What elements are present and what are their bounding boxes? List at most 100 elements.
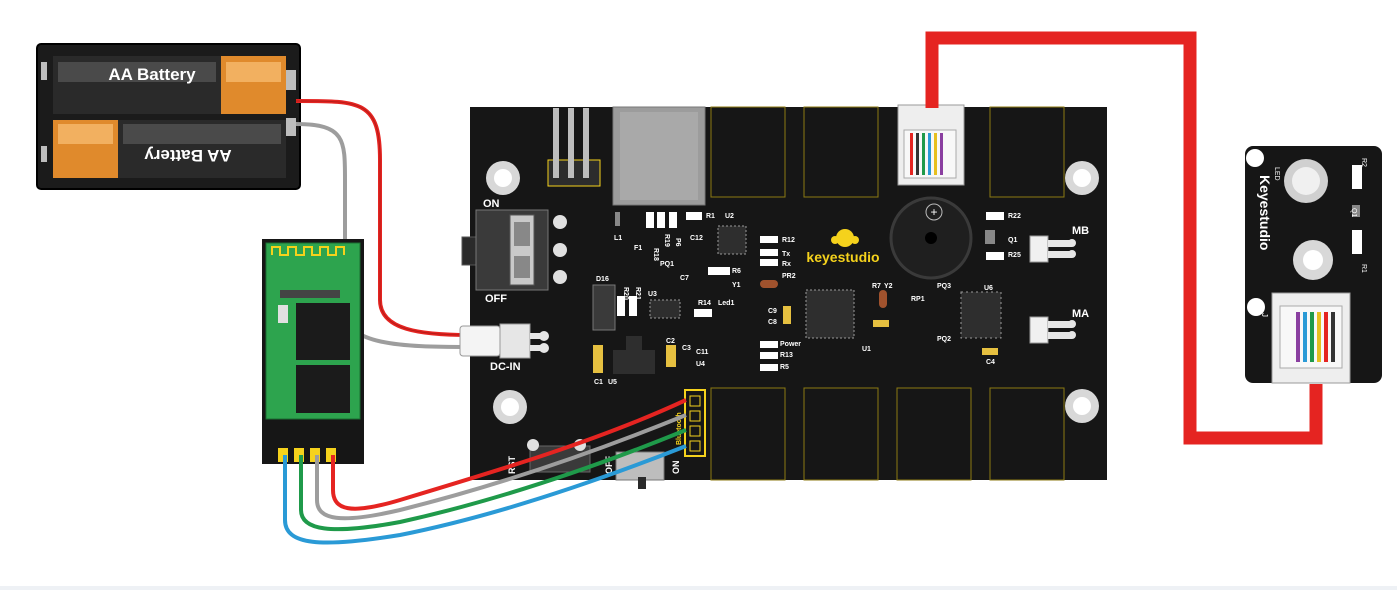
diode-d16 [592,284,616,331]
label-u5: U5 [608,379,617,386]
label-r14: R14 [698,300,711,307]
label-d16: D16 [596,276,609,283]
label-f1: F1 [634,245,642,252]
label-u3: U3 [648,291,657,298]
label-r25: R25 [1008,252,1021,259]
label-r22: R22 [1008,213,1021,220]
label-r19: R19 [663,234,670,247]
label-rp1: RP1 [911,296,925,303]
label-c12: C12 [690,235,703,242]
ic-u1 [805,289,855,339]
keyestudio-logo [831,229,859,247]
label-rx: Rx [782,261,791,268]
cap-c4 [982,348,998,355]
bt-switch-on-label: ON [671,461,681,475]
label-r18: R18 [652,248,659,261]
svg-text:+: + [930,205,937,219]
cap-c9 [783,306,791,324]
led-module-j-label: J [1260,313,1269,317]
dc-in-label: DC-IN [490,361,521,373]
label-l1: L1 [614,235,622,242]
led-light [1284,159,1328,203]
buzzer: + [889,196,973,280]
label-r21: R21 [634,287,641,300]
led-module-brand: Keyestudio [1257,175,1273,250]
bluetooth-module [262,239,364,464]
led-module-led-label: LED [1273,167,1280,181]
battery-holder: AA Battery AA Battery [36,43,301,190]
crystal-y2 [879,290,887,308]
label-led1: Led1 [718,300,734,307]
ic-u5 [613,336,655,374]
crystal-y1 [760,280,778,288]
bt-wire-grey [315,413,687,521]
bt-wire-green [299,428,687,532]
label-pq3: PQ3 [937,283,951,290]
mount-hole-top-right [1065,161,1099,195]
label-pe: P6 [674,238,681,247]
label-q1: Q1 [1008,237,1017,244]
switch-off-label: OFF [485,293,507,305]
led-module [1245,146,1382,384]
label-c3: C3 [682,345,691,352]
bottom-pads [710,387,1065,481]
label-r1: R1 [706,213,715,220]
ic-u2 [717,225,747,255]
label-tx: Tx [782,251,790,258]
label-pq1: PQ1 [660,261,674,268]
mount-hole-bottom-left [493,390,527,424]
board-brand: keyestudio [806,249,879,265]
ic-u3 [649,299,681,319]
label-pr2: PR2 [782,273,796,280]
label-r6: R6 [732,268,741,275]
led-module-q1-label: Q1 [1350,208,1357,217]
label-c4: C4 [986,359,995,366]
battery-cell-top: AA Battery [53,56,286,114]
label-pq2: PQ2 [937,336,951,343]
motor-a-connector [1029,316,1076,344]
led-rj-connector [1271,292,1351,384]
led-mount-hole [1293,240,1333,280]
bt-switch-off-label: OFF [604,456,614,474]
label-c9: C9 [768,308,777,315]
label-u2: U2 [725,213,734,220]
bt-wire-red [331,398,687,511]
smd-parts [615,212,1004,371]
battery-label-top: AA Battery [108,65,196,84]
cap-c1 [593,345,603,373]
footer-strip [0,586,1397,590]
ic-u6 [960,291,1002,339]
mount-hole-top-left [486,161,520,195]
label-r5: R5 [780,364,789,371]
label-c7: C7 [680,275,689,282]
label-r12: R12 [782,237,795,244]
top-pads [710,106,1065,198]
battery-cell-bottom: AA Battery [53,120,286,178]
power-switch[interactable] [461,209,567,291]
cap-c7 [873,320,889,327]
label-u6: U6 [984,285,993,292]
label-c1: C1 [594,379,603,386]
pin-header [547,108,601,187]
cap-c2 [666,345,676,367]
label-c8: C8 [768,319,777,326]
motor-a-label: MA [1072,308,1089,320]
rj-connector-top [897,104,965,186]
rj-cable-red [925,31,1323,445]
label-r7: R7 [872,283,881,290]
label-r13: R13 [780,352,793,359]
label-u4: U4 [696,361,705,368]
motor-b-label: MB [1072,225,1089,237]
dc-in-connector [459,323,549,359]
label-y2: Y2 [884,283,893,290]
mount-hole-bottom-right [1065,389,1099,423]
bt-wire-blue [283,444,687,545]
bluetooth-header [684,389,706,457]
led-module-r1-label: R1 [1360,264,1367,273]
led-module-r2-label: R2 [1360,158,1367,167]
label-r20: R20 [622,287,629,300]
bluetooth-header-label: Bluetooth [676,412,683,445]
label-c11: C11 [696,349,709,356]
